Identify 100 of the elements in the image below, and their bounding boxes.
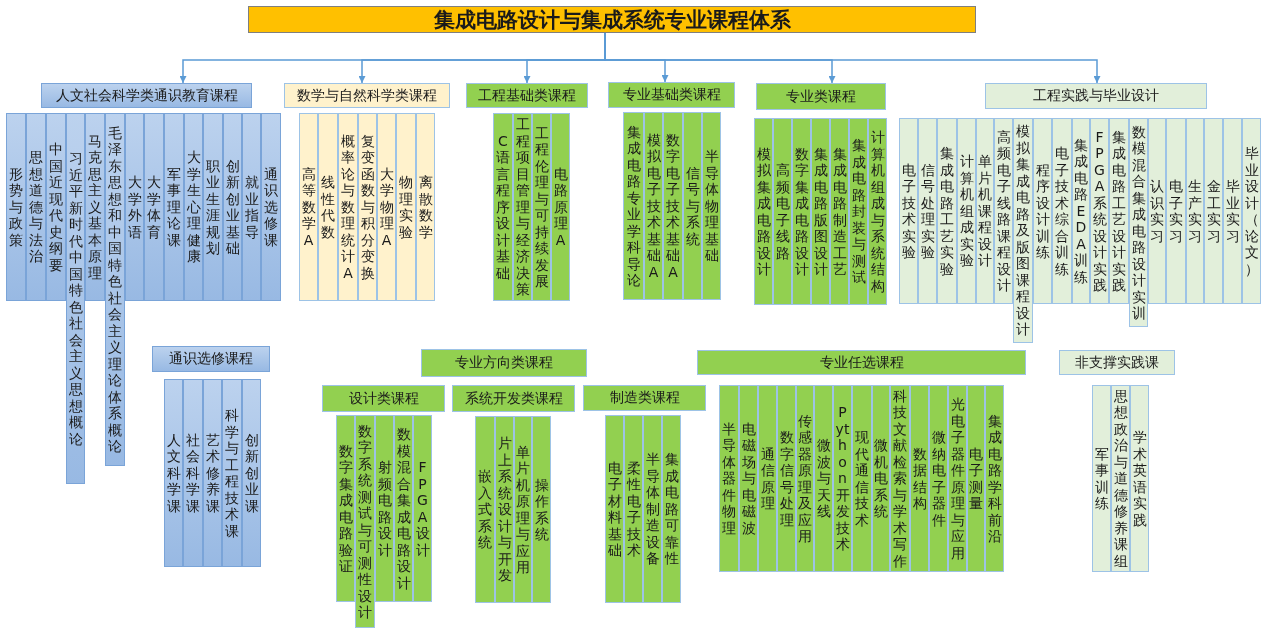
course-column: 传感器原理及应用 [796,385,814,572]
course-column: 信号与系统 [683,112,702,300]
course-column: 模拟集成电路设计 [754,118,773,305]
heading-box: 非支撑实践课 [1059,350,1175,375]
course-column: 片上系统设计与开发 [495,416,514,603]
course-column: 创新创业课 [242,379,261,567]
course-column: 电子实习 [1166,118,1186,304]
course-column: 生产实习 [1186,118,1204,304]
heading-box: 专业方向类课程 [421,349,587,377]
course-column: 柔性电子技术 [624,415,643,603]
course-column: 马克思主义基本原理 [85,113,105,301]
course-column: 思想道德与法治 [26,113,46,301]
course-column: 操作系统 [532,416,551,603]
course-column: 就业指导 [242,113,261,301]
heading-box: 专业基础类课程 [608,82,735,108]
course-column: 微纳电子器件 [929,385,948,572]
course-column: 线性代数 [318,113,338,301]
course-column: 电子测量 [967,385,985,572]
course-column: 数据结构 [910,385,929,572]
course-column: 金工实习 [1204,118,1223,304]
course-column: 数模混合集成电路设计实训 [1129,118,1148,327]
course-column: 人文科学课 [164,379,183,567]
course-column: 习近平新时代中国特色社会主义思想概论 [66,113,85,484]
course-column: FPGA设计 [413,415,432,602]
course-column: 概率论与数理统计A [338,113,358,301]
course-column: 集成电路EDA训练 [1072,118,1090,304]
course-column: 通信原理 [758,385,777,572]
course-column: 光电子器件原理与应用 [948,385,967,572]
course-column: 射频电路设计 [375,415,394,602]
course-column: 形势与政策 [6,113,26,301]
course-column: 集成电路专业学科导论 [623,112,644,300]
course-column: 集成电路封装与测试 [849,118,868,305]
course-column: 半导体物理基础 [702,112,721,300]
course-column: 电子材料基础 [605,415,624,603]
course-column: 毕业设计（论文） [1242,118,1261,304]
course-column: 电子技术实验 [899,118,918,304]
course-column: 电路原理A [551,113,570,301]
course-column: 模拟集成电路及版图课程设计 [1013,118,1033,343]
course-column: 数字信号处理 [777,385,796,572]
course-column: 职业生涯规划 [203,113,223,301]
course-column: 数字集成电路设计 [792,118,811,305]
course-column: 毕业实习 [1223,118,1242,304]
heading-box: 工程实践与毕业设计 [985,83,1207,109]
course-column: 大学体育 [144,113,164,301]
heading-box: 人文社会科学类通识教育课程 [41,83,252,108]
course-column: 大学外语 [125,113,144,301]
course-column: 军事训练 [1092,385,1111,572]
title-box: 集成电路设计与集成系统专业课程体系 [248,6,976,33]
course-column: 通识选修课 [261,113,281,301]
course-column: 艺术修养课 [203,379,222,567]
heading-box: 专业类课程 [756,83,886,110]
course-column: 集成电路工艺实验 [937,118,957,304]
course-column: 社会科学课 [183,379,203,567]
heading-box: 制造类课程 [583,385,706,411]
course-column: 认识实习 [1148,118,1166,304]
course-column: 创新创业基础 [223,113,242,301]
heading-box: 专业任选课程 [697,350,1026,375]
course-column: 离散数学 [416,113,435,301]
course-column: 思想政治与道德修养课组 [1111,385,1130,572]
heading-box: 工程基础类课程 [466,83,588,108]
course-column: 大学生心理健康 [184,113,203,301]
course-column: C语言程序设计基础 [493,113,513,301]
course-column: 微机电系统 [872,385,890,572]
course-column: 模拟电子技术基础A [644,112,663,300]
course-column: 微波与天线 [814,385,833,572]
course-column: 集成电路制造工艺 [830,118,849,305]
course-column: 高频电子线路 [773,118,792,305]
course-column: 信号处理实验 [918,118,937,304]
course-column: 物理实验 [396,113,416,301]
heading-box: 数学与自然科学类课程 [284,83,450,108]
course-column: 工程项目管理与经济决策 [513,113,532,301]
course-column: 复变函数与积分变换 [358,113,377,301]
course-column: 集成电路可靠性 [662,415,681,603]
course-column: 计算机组成实验 [957,118,976,304]
course-column: 程序设计训练 [1033,118,1052,304]
course-column: 毛泽东思想和中国特色社会主义理论体系概论 [105,113,125,466]
course-column: 数字系统测试与可测性设计 [355,415,375,628]
course-column: 大学物理A [377,113,396,301]
heading-box: 通识选修课程 [152,346,270,372]
course-column: 学术英语实践 [1130,385,1149,572]
course-column: 电子技术综合训练 [1052,118,1072,304]
course-column: 计算机组成与系统结构 [868,118,887,305]
course-column: 嵌入式系统 [475,416,495,603]
course-column: 数字集成电路验证 [336,415,355,602]
heading-box: 系统开发类课程 [452,385,575,412]
course-column: 半导体制造设备 [643,415,662,603]
course-column: 科学与工程技术课 [222,379,242,567]
course-column: 现代通信技术 [852,385,872,572]
course-column: 集成电路工艺设计实践 [1109,118,1129,304]
course-column: 高频电子线路课程设计 [994,118,1013,304]
course-column: 中国近现代史纲要 [46,113,66,301]
course-column: 电磁场与电磁波 [739,385,758,572]
course-column: 工程伦理与可持续发展 [532,113,551,301]
course-column: 单片机原理与应用 [514,416,532,603]
course-column: 军事理论课 [164,113,184,301]
course-column: 高等数学A [299,113,318,301]
course-column: 半导体器件物理 [719,385,739,572]
course-column: FPGA系统设计实践 [1090,118,1109,304]
course-column: 数模混合集成电路设计 [394,415,413,602]
course-column: 科技文献检索与学术写作 [890,385,910,572]
